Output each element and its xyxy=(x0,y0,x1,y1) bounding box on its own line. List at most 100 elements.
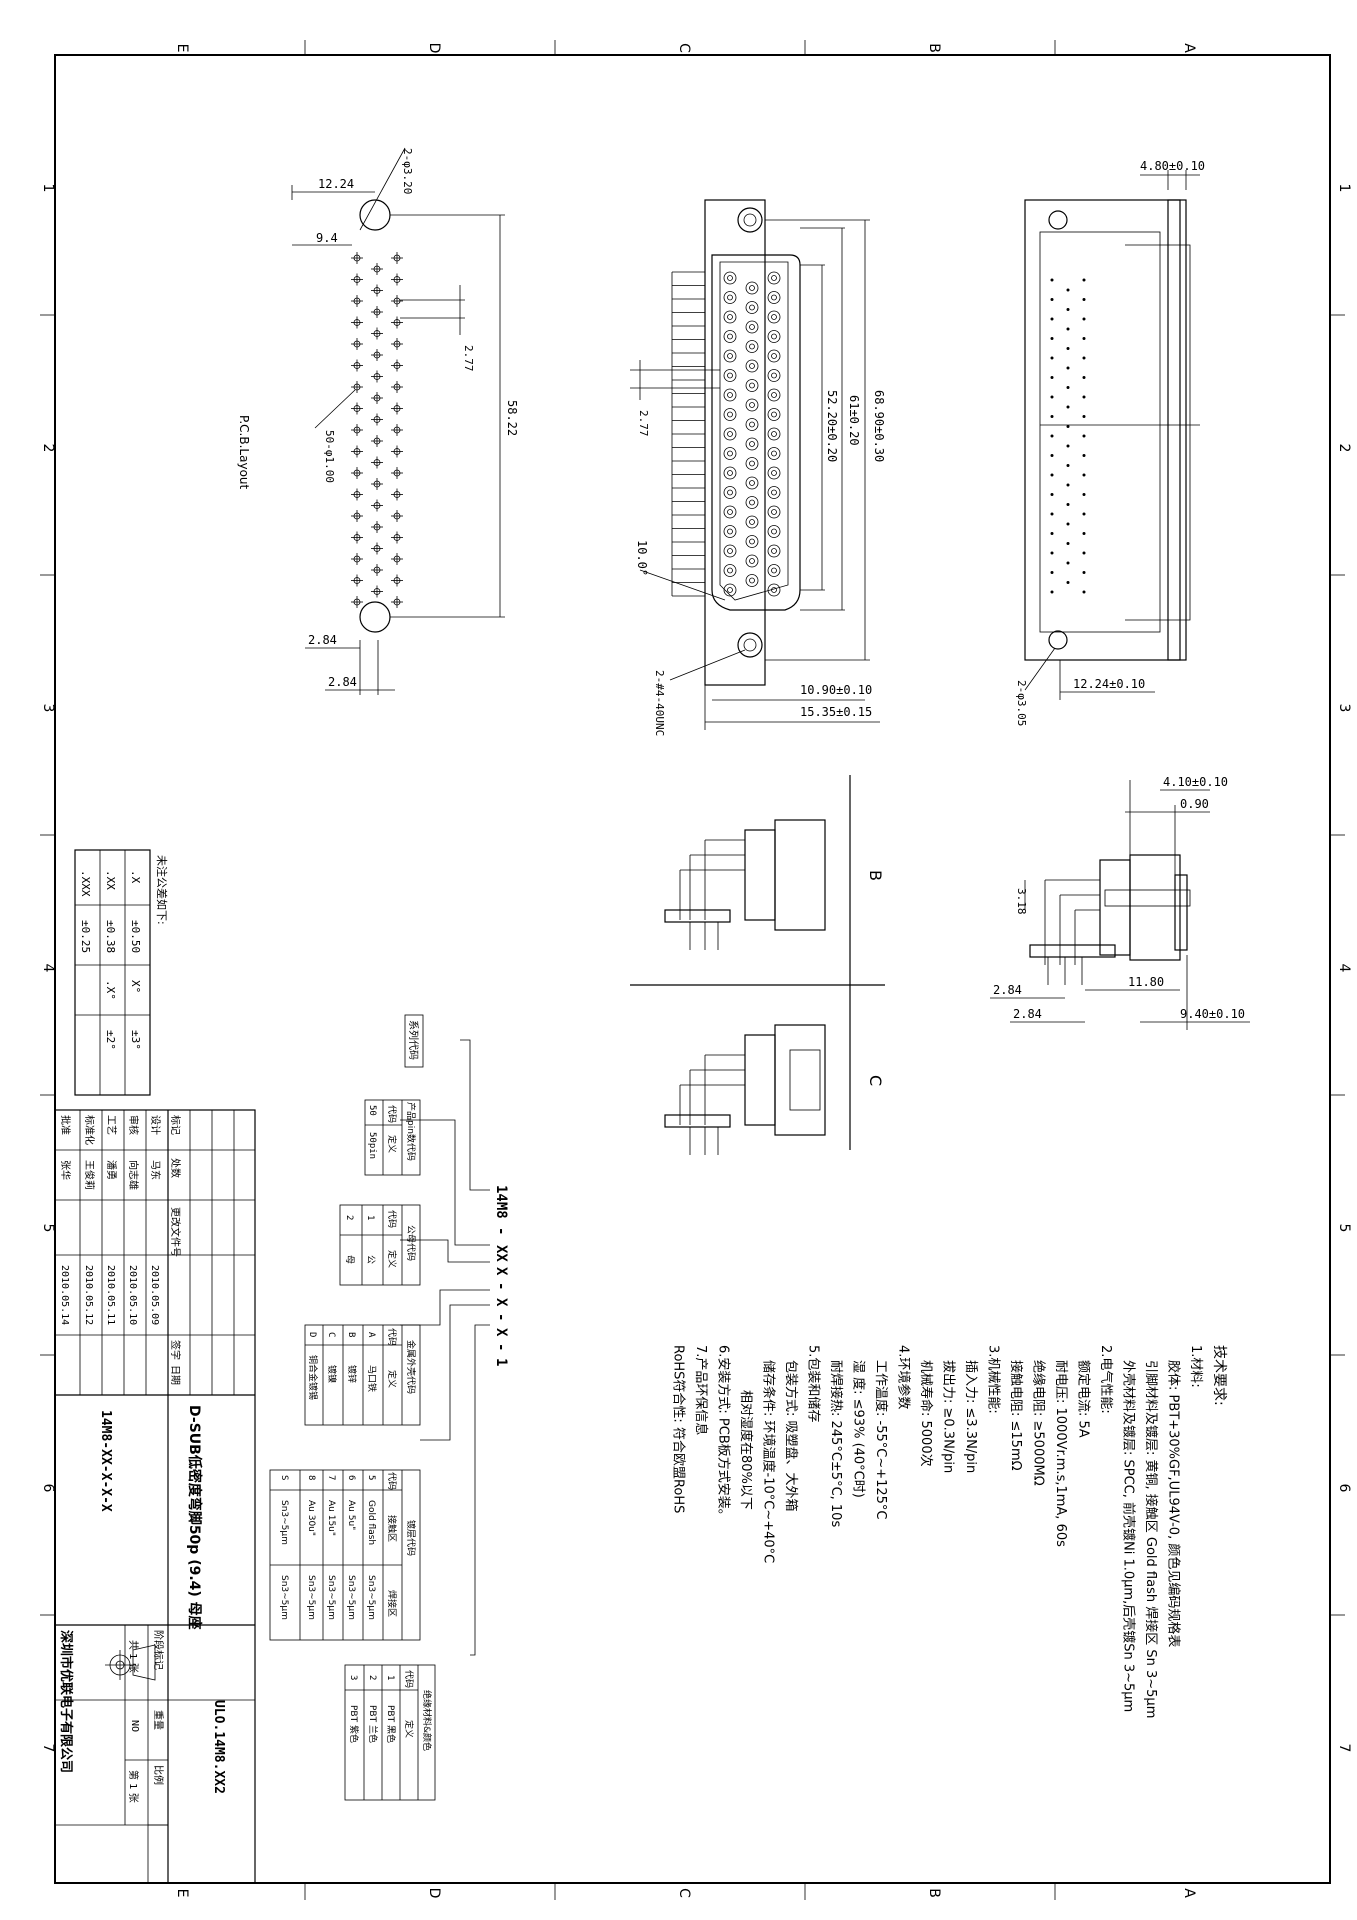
side-pin-dot xyxy=(1066,366,1070,370)
pcb-pin-grid xyxy=(351,252,403,608)
side2-dim-284b: 2.84 xyxy=(1013,1007,1042,1021)
zone-labels-top: E D C B A xyxy=(174,43,1197,54)
tech-line: 引脚材料及镀层: 黄铜, 接触区 Gold flash 焊接区 Sn 3~5μm xyxy=(1143,1360,1159,1718)
side-pin-dot xyxy=(1082,454,1086,457)
svg-text:马口铁: 马口铁 xyxy=(366,1365,378,1392)
front-pin xyxy=(745,535,759,548)
product-name: D-SUB低密度弯脚50p (9.4) 母座 xyxy=(186,1405,203,1630)
svg-text:2010.05.14: 2010.05.14 xyxy=(59,1265,70,1325)
svg-text:定义: 定义 xyxy=(403,1720,415,1738)
side-pin-dot xyxy=(1082,590,1086,594)
tech-line: 包装方式: 吸塑盘、大外箱 xyxy=(783,1360,799,1512)
front-pin xyxy=(745,457,759,470)
front-pin xyxy=(767,564,781,577)
side-pin-dot xyxy=(1066,308,1070,311)
front-pin xyxy=(723,330,737,343)
front-pin xyxy=(745,281,759,295)
zone-bottom-d: D xyxy=(426,1888,442,1899)
pcb-dim-hole: 2-φ3.20 xyxy=(401,148,414,194)
front-pin xyxy=(767,349,781,363)
zone-top-e: E xyxy=(174,44,190,53)
outer-frame xyxy=(54,54,1331,1884)
svg-text:镀锌: 镀锌 xyxy=(346,1365,358,1383)
plating-cell: Sn3~5μm xyxy=(366,1575,376,1620)
svg-text:代码: 代码 xyxy=(403,1670,414,1688)
pn-x4: 1 xyxy=(493,1358,509,1366)
plating-cell: Au 15u" xyxy=(326,1500,336,1536)
side-pin-dot xyxy=(1050,493,1054,496)
svg-text:NO: NO xyxy=(129,1720,140,1732)
zone-left-6: 6 xyxy=(40,1484,56,1493)
part-number: 14M8-XX-X-X-X xyxy=(98,1410,113,1512)
side-pin-dot xyxy=(1050,298,1054,301)
side-dim-hole: 2-φ3.05 xyxy=(1015,680,1028,726)
svg-text:定义: 定义 xyxy=(386,1250,398,1268)
plating-cell: Sn3~5μm xyxy=(326,1575,336,1620)
svg-text:.X: .X xyxy=(129,870,142,884)
plating-cell: Au 30u" xyxy=(306,1500,316,1536)
tech-line: 绝缘电阻: ≥5000MΩ xyxy=(1031,1360,1047,1486)
side-pin-dot xyxy=(1050,337,1054,340)
front-pin xyxy=(723,388,737,402)
side-pin-dot xyxy=(1082,337,1086,340)
svg-text:50pin: 50pin xyxy=(367,1132,377,1159)
side-pin-dot xyxy=(1050,532,1054,535)
svg-text:公: 公 xyxy=(365,1255,376,1264)
svg-text:.XXX: .XXX xyxy=(79,870,92,897)
side-pin-dot xyxy=(1050,473,1054,477)
side-pin-dot xyxy=(1066,581,1070,584)
svg-text:±0.25: ±0.25 xyxy=(79,920,92,953)
tech-line: 2.电气性能: xyxy=(1098,1345,1114,1414)
code-insulator-title: 绝缘材料&颜色 xyxy=(421,1690,433,1751)
pcb-layout-label: P.C.B.Layout xyxy=(237,415,251,490)
zone-right-7: 7 xyxy=(1336,1744,1352,1753)
front-pin xyxy=(767,408,781,421)
view-b: B xyxy=(664,819,885,950)
front-screw-bottom xyxy=(737,632,763,658)
svg-text:签字: 签字 xyxy=(169,1340,182,1360)
front-pin xyxy=(767,291,781,304)
pcb-mount-hole-top xyxy=(359,199,391,231)
side-pin-dot xyxy=(1066,522,1070,526)
tech-line: 5.包装和储存 xyxy=(806,1345,821,1422)
front-pin xyxy=(723,564,737,577)
svg-text:C: C xyxy=(326,1332,336,1337)
plating-cell: 6 xyxy=(346,1475,356,1480)
front-pin xyxy=(723,291,737,304)
svg-text:潘勇: 潘勇 xyxy=(105,1160,117,1180)
svg-text:铜合金镀锡: 铜合金镀锡 xyxy=(307,1355,319,1400)
svg-text:2010.05.10: 2010.05.10 xyxy=(127,1265,138,1325)
side2-dim-940: 9.40±0.10 xyxy=(1180,1007,1245,1021)
view-b-label: B xyxy=(866,870,885,881)
pcb-dim-pins: 50-φ1.00 xyxy=(323,430,336,483)
tolerance-title: 未注公差如下: xyxy=(155,855,169,925)
front-shell xyxy=(711,254,801,611)
svg-text:重量: 重量 xyxy=(152,1710,165,1730)
plating-cell: Sn3~5μm xyxy=(306,1575,316,1620)
plating-cell: 7 xyxy=(326,1475,336,1480)
side-view-2: 4.10±0.10 0.90 3.18 2.84 2.84 11.80 9.40… xyxy=(990,775,1250,1030)
zone-left-3: 3 xyxy=(40,704,56,713)
tolerance-table: 未注公差如下: .X ±0.50 X° ±3° .XX ±0.38 .X° ±2… xyxy=(74,849,169,1096)
tech-line: 7.产品环保信息 xyxy=(693,1345,709,1435)
svg-text:PBT 兰色: PBT 兰色 xyxy=(367,1705,379,1743)
front-pin xyxy=(723,408,737,421)
svg-text:2010.05.12: 2010.05.12 xyxy=(83,1265,94,1325)
side-pin-dot xyxy=(1082,278,1086,282)
pcb-dim-284b: 2.84 xyxy=(328,675,357,689)
side2-dim-410: 4.10±0.10 xyxy=(1163,775,1228,789)
code-plating-title: 镀层代码 xyxy=(405,1520,417,1556)
side-pin-dot xyxy=(1082,493,1086,496)
side-pin-dot xyxy=(1066,288,1070,292)
front-pin xyxy=(745,574,759,587)
front-pin xyxy=(723,583,737,597)
side-pin-dot xyxy=(1050,395,1054,399)
zone-labels-bottom: E D C B A xyxy=(174,1888,1197,1899)
svg-text:代码: 代码 xyxy=(386,1105,397,1123)
zone-right-1: 1 xyxy=(1336,184,1352,193)
side2-dim-318: 3.18 xyxy=(1015,888,1028,915)
front-pin xyxy=(767,330,781,343)
svg-text:工艺: 工艺 xyxy=(105,1115,117,1135)
side-pin-dots xyxy=(1050,278,1086,594)
